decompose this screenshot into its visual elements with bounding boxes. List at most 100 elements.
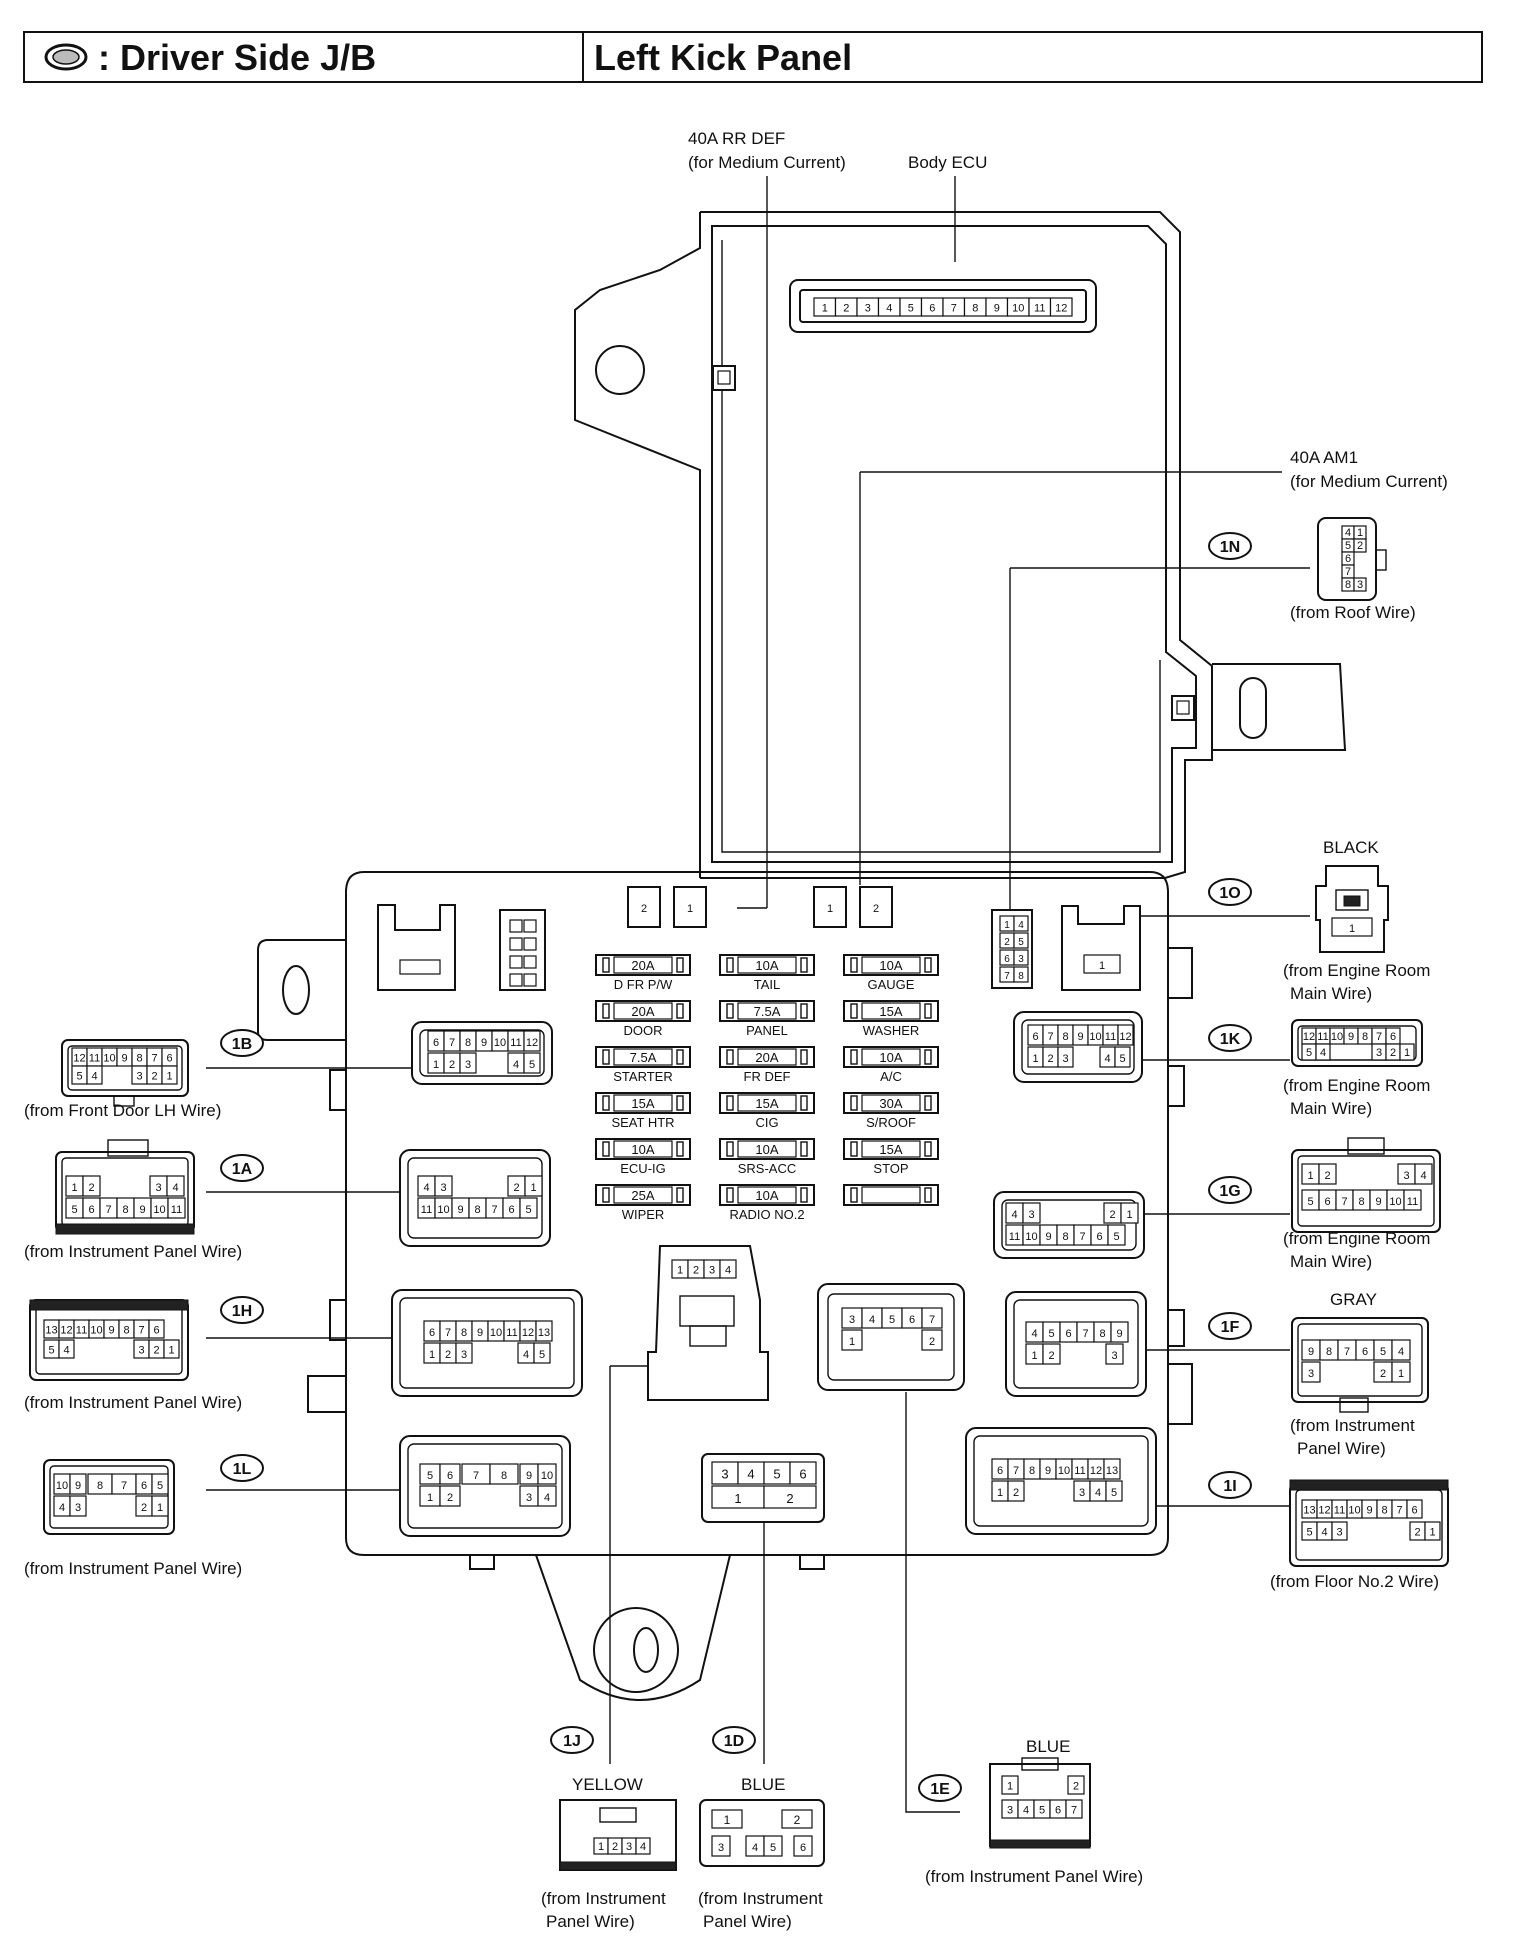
svg-text:1K: 1K (1220, 1031, 1241, 1048)
pin-number: 4 (1011, 1209, 1017, 1221)
pin-cell (459, 1052, 477, 1074)
pin-number: 7 (1344, 1346, 1350, 1358)
label-1G: (from Engine Room Main Wire) (1283, 1229, 1430, 1271)
pin-number: 9 (481, 1037, 487, 1049)
pin-cell (635, 1837, 651, 1855)
fuse-rating: 7.5A (630, 1050, 657, 1065)
pin-number: 7 (449, 1037, 455, 1049)
pin-cell (1301, 1361, 1321, 1383)
pin-number: 1 (822, 303, 828, 315)
pin-number: 5 (157, 1480, 163, 1492)
pin-number: 1 (1031, 1350, 1037, 1362)
pin-number: 4 (1320, 1047, 1326, 1059)
pin-number: 7 (1013, 1465, 1019, 1477)
socket-1F-right-pin: 3 (1105, 1343, 1124, 1365)
fuse-name: WASHER (863, 1023, 920, 1038)
pin-cell (1318, 1163, 1337, 1185)
svg-text:BLUE: BLUE (1026, 1737, 1070, 1756)
svg-text:BLUE: BLUE (741, 1775, 785, 1794)
pin-number: 6 (141, 1480, 147, 1492)
pin-number: 9 (1348, 1031, 1354, 1043)
pin-number: 2 (1013, 1487, 1019, 1499)
pin-number: 11 (1105, 1031, 1116, 1043)
pin-number: 1 (427, 1492, 433, 1504)
pin-number: 4 (1321, 1527, 1327, 1539)
pin-number: 10 (1058, 1465, 1070, 1477)
pin-number: 3 (136, 1071, 142, 1083)
pin-cell (151, 1495, 169, 1517)
pin-number: 2 (1048, 1350, 1054, 1362)
svg-text:BLACK: BLACK (1323, 838, 1379, 857)
pin-number: 5 (889, 1314, 895, 1326)
pin-number: 1 (1007, 1781, 1013, 1793)
svg-text:1D: 1D (724, 1733, 744, 1750)
pin-number: 6 (508, 1204, 514, 1216)
svg-text:1: 1 (724, 1813, 731, 1827)
svg-text:(from Instrument: (from Instrument (698, 1889, 823, 1908)
fuse-name: CIG (755, 1115, 778, 1130)
pin-number: 2 (693, 1265, 699, 1277)
connector-1O: 1 (1315, 865, 1389, 953)
pin-number: 9 (1116, 1328, 1122, 1340)
pin-number: 8 (122, 1204, 128, 1216)
pin-number: 5 (1039, 1805, 1045, 1817)
label-1O: BLACK (from Engine Room Main Wire) (1283, 838, 1430, 1003)
jb-lower-housing (257, 871, 1193, 1701)
pin-number: 11 (1407, 1196, 1418, 1208)
pin-number: 10 (56, 1480, 68, 1492)
svg-text:1: 1 (734, 1491, 741, 1506)
pin-cell (1331, 1521, 1348, 1541)
pin-number: 4 (523, 1349, 529, 1361)
label-1K: (from Engine Room Main Wire) (1283, 1076, 1430, 1118)
svg-text:2: 2 (794, 1813, 801, 1827)
pin-number: 3 (718, 1842, 724, 1854)
fuse-rating: 15A (631, 1096, 654, 1111)
svg-text:(from Instrument Panel Wire): (from Instrument Panel Wire) (24, 1242, 242, 1261)
pin-number: 3 (440, 1182, 446, 1194)
svg-text:(for Medium Current): (for Medium Current) (1290, 472, 1448, 491)
pin-number: 2 (141, 1502, 147, 1514)
mounting-hole-left (282, 965, 310, 1015)
pin-number: 12 (60, 1325, 72, 1337)
fuse-rating: 30A (879, 1096, 902, 1111)
pin-cell (69, 1495, 87, 1517)
pin-number: 11 (1034, 303, 1045, 315)
pin-number: 8 (1062, 1231, 1068, 1243)
pin-cell (1120, 1202, 1139, 1224)
pin-number: 10 (90, 1325, 102, 1337)
pin-number: 7 (1082, 1328, 1088, 1340)
pin-cell (793, 1835, 813, 1857)
fuse-name: PANEL (746, 1023, 788, 1038)
pin-cell (1022, 1202, 1041, 1224)
pin-cell (523, 1052, 541, 1074)
svg-text:(from Instrument: (from Instrument (541, 1889, 666, 1908)
pin-cell (719, 1259, 737, 1279)
fuse-rating: 15A (879, 1142, 902, 1157)
label-1H: (from Instrument Panel Wire) (24, 1393, 242, 1412)
pin-number: 8 (97, 1480, 103, 1492)
pin-number: 8 (972, 303, 978, 315)
pin-cell (1117, 1024, 1134, 1046)
svg-text:1: 1 (1349, 923, 1355, 935)
pin-number: 8 (1381, 1505, 1387, 1517)
pin-cell (535, 1320, 553, 1342)
pin-number: 1 (71, 1182, 77, 1194)
pin-number: 10 (437, 1204, 449, 1216)
pin-number: 5 (539, 1349, 545, 1361)
pin-cell (533, 1342, 551, 1364)
pin-cell (455, 1342, 473, 1364)
pin-number: 2 (1380, 1368, 1386, 1380)
pin-number: 8 (1062, 1031, 1068, 1043)
